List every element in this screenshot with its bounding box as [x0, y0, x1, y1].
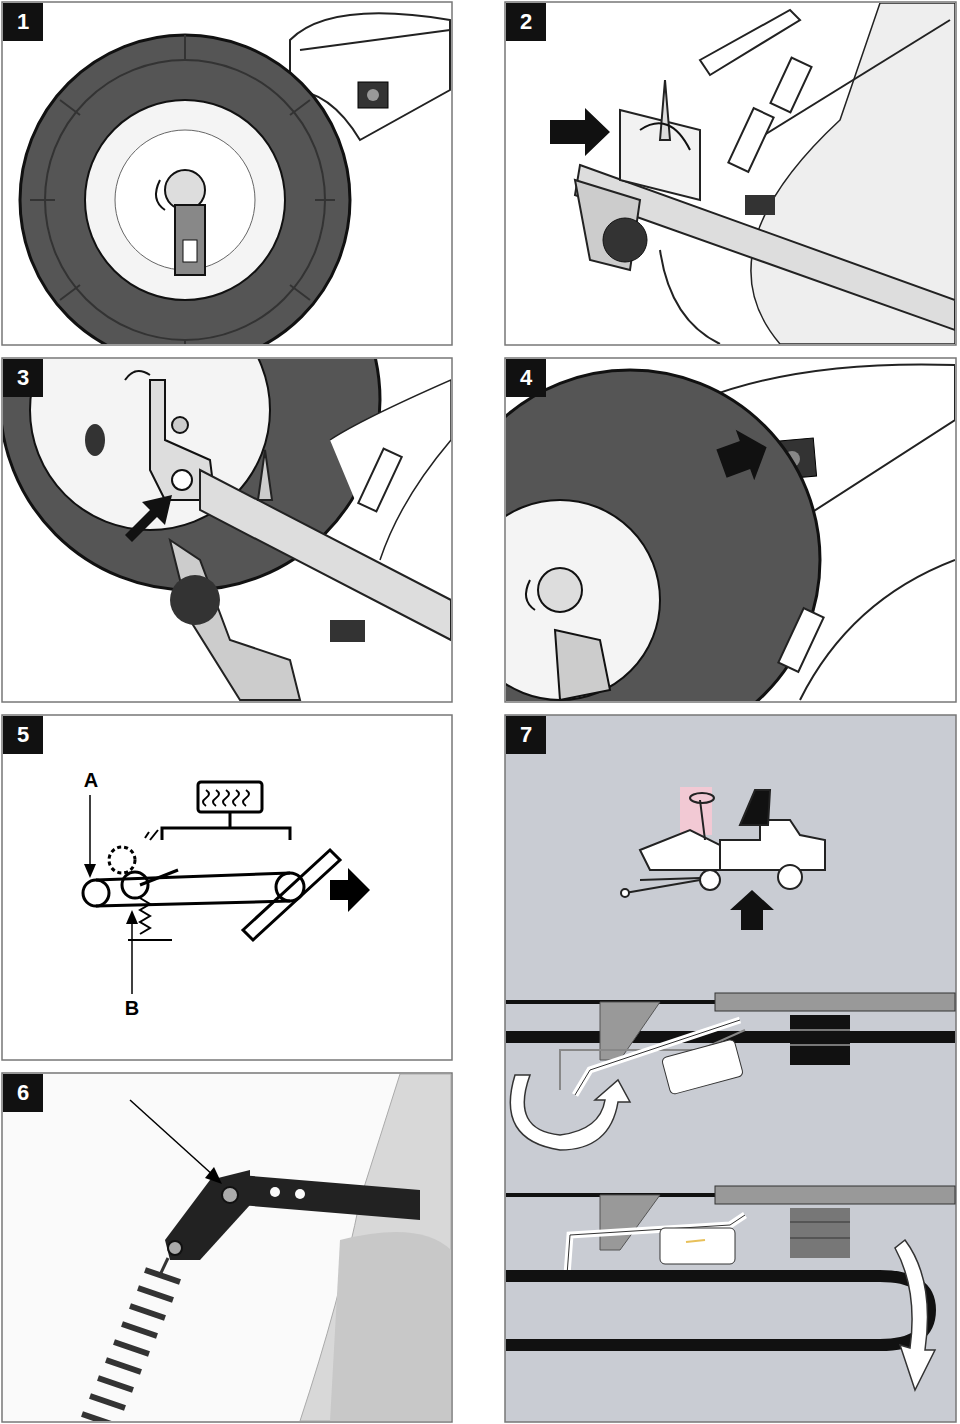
panel-number: 4	[506, 359, 546, 397]
callout-letter: B	[121, 996, 143, 1020]
panel-number: 1	[3, 3, 43, 41]
callout-letter: A	[80, 768, 102, 792]
panel-number: 6	[3, 1074, 43, 1112]
panel-number: 7	[506, 716, 546, 754]
panel-number: 2	[506, 3, 546, 41]
panel-number: 5	[3, 716, 43, 754]
panel-number: 3	[3, 359, 43, 397]
